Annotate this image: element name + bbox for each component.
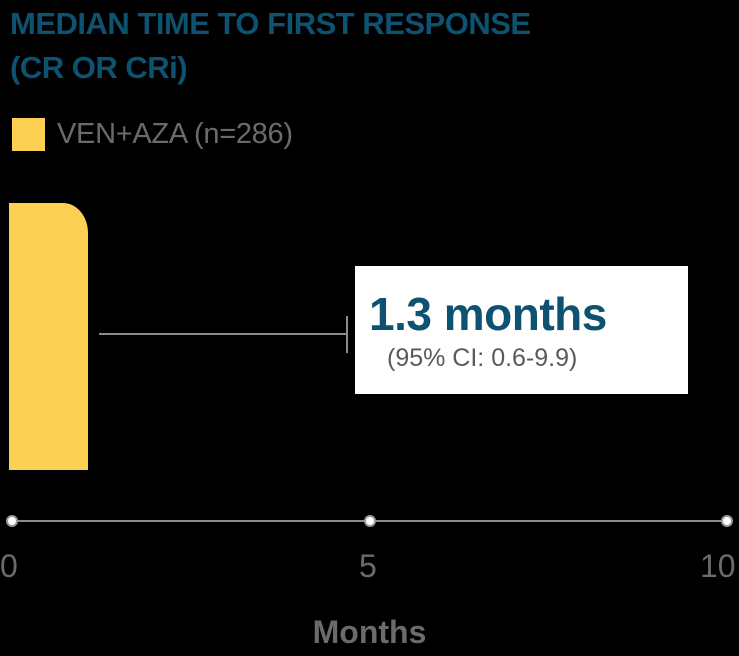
- legend-label: VEN+AZA (n=286): [57, 117, 293, 150]
- chart-title-line2: (CR OR CRi): [10, 50, 188, 85]
- legend: VEN+AZA (n=286): [12, 117, 293, 151]
- ci-whisker-line: [99, 333, 348, 335]
- ci-whisker-cap: [346, 316, 348, 353]
- x-tick-label-0: 0: [0, 548, 18, 584]
- x-tick-label-5: 5: [359, 548, 377, 584]
- x-axis-tick-dot-0: [6, 515, 18, 527]
- median-value: 1.3 months: [369, 288, 607, 340]
- chart-title-line1: MEDIAN TIME TO FIRST RESPONSE: [10, 6, 531, 41]
- x-axis-tick-dot-5: [364, 515, 376, 527]
- bar-ven-aza: [9, 203, 88, 470]
- x-tick-label-10: 10: [700, 548, 736, 584]
- x-axis-tick-dot-10: [721, 515, 733, 527]
- median-callout: 1.3 months (95% CI: 0.6-9.9): [355, 266, 688, 394]
- confidence-interval: (95% CI: 0.6-9.9): [387, 344, 578, 372]
- x-axis-title: Months: [312, 614, 427, 650]
- chart-title: MEDIAN TIME TO FIRST RESPONSE (CR OR CRi…: [10, 2, 531, 90]
- legend-swatch: [12, 117, 45, 151]
